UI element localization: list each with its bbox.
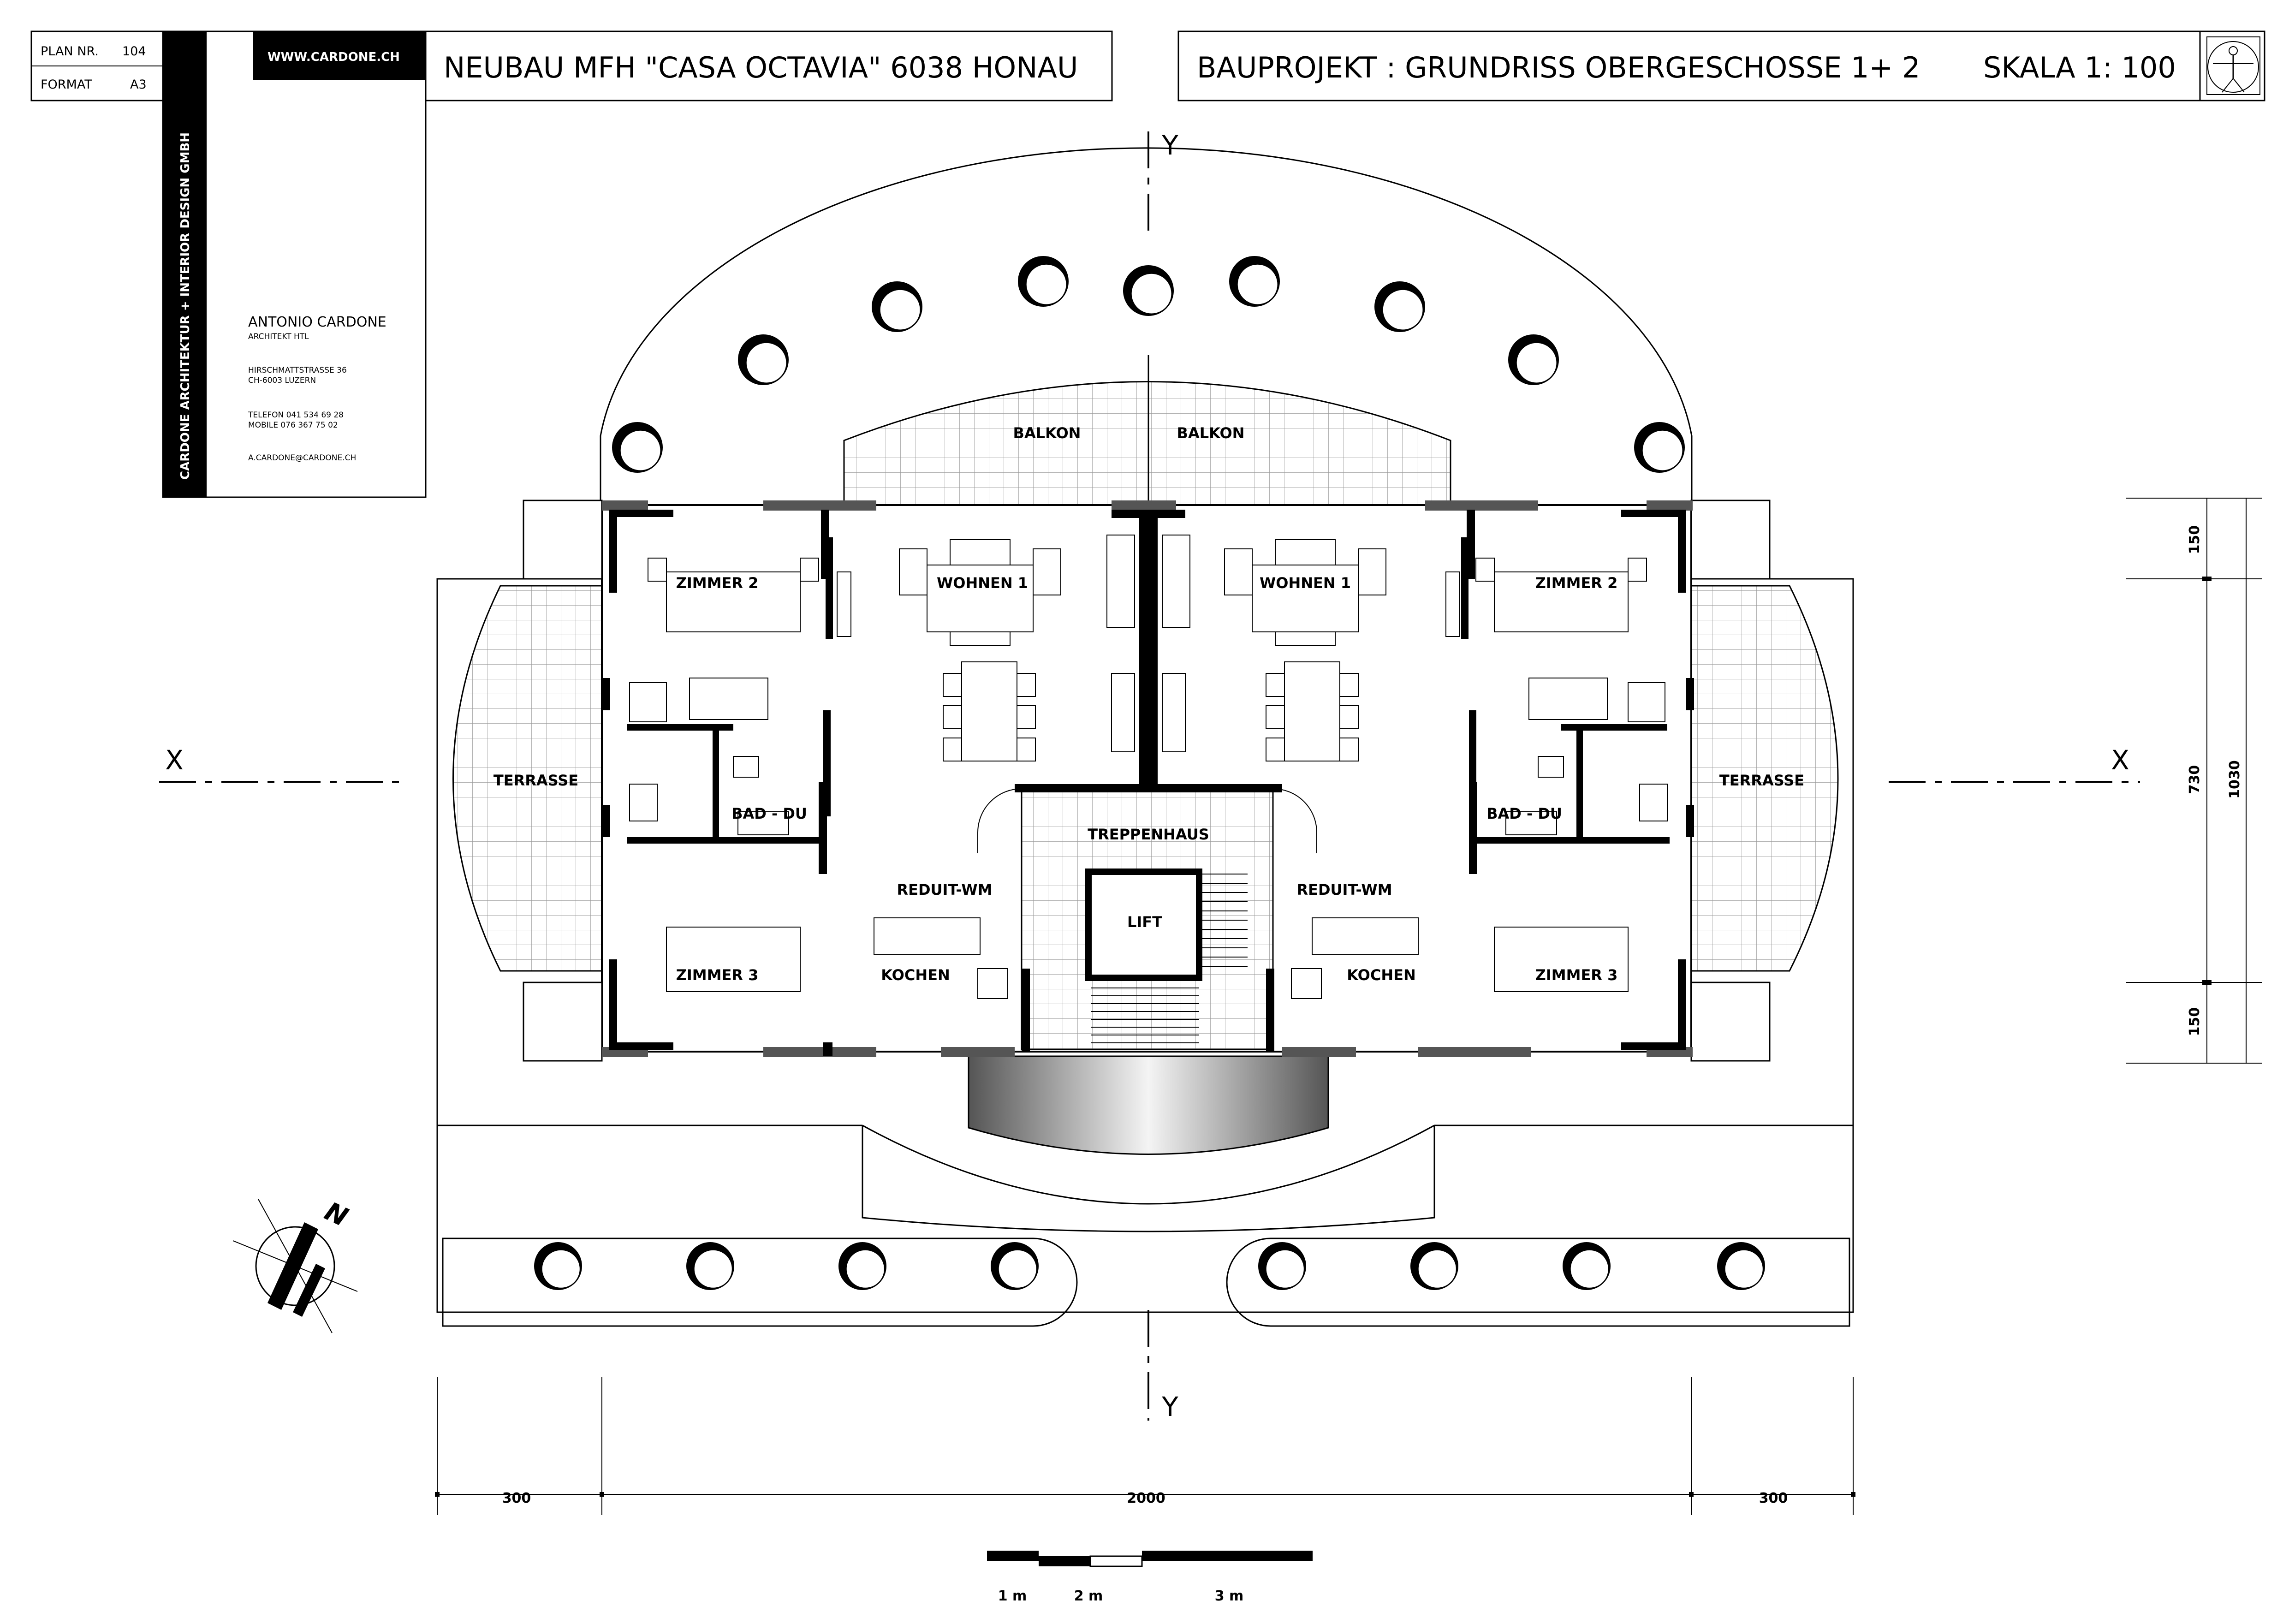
walls bbox=[602, 500, 1694, 1057]
stair-core bbox=[977, 788, 1317, 1050]
room-zimmer2-right: ZIMMER 2 bbox=[1535, 574, 1618, 592]
room-bad-left: BAD - DU bbox=[731, 805, 807, 822]
arc-column bbox=[1374, 281, 1425, 332]
furniture bbox=[629, 535, 1668, 999]
room-kochen-right: KOCHEN bbox=[1347, 966, 1415, 984]
arc-column bbox=[612, 422, 663, 473]
arc-column bbox=[1018, 256, 1069, 307]
project-title: NEUBAU MFH "CASA OCTAVIA" 6038 HONAU bbox=[444, 51, 1078, 84]
firm-vertical-text: CARDONE ARCHITEKTUR + INTERIOR DESIGN GM… bbox=[178, 132, 192, 480]
room-reduit-left: REDUIT-WM bbox=[897, 881, 992, 898]
dim-150-bottom: 150 bbox=[2187, 1007, 2203, 1036]
address-line-1: HIRSCHMATTSTRASSE 36 bbox=[248, 366, 347, 375]
mobile: MOBILE 076 367 75 02 bbox=[248, 421, 338, 430]
scalebar-label-3m: 3 m bbox=[1215, 1588, 1244, 1604]
plan-nr-label: PLAN NR. bbox=[41, 44, 99, 59]
arc-column bbox=[738, 334, 789, 385]
room-wohnen-right: WOHNEN 1 bbox=[1260, 574, 1351, 592]
dim-1030: 1030 bbox=[2227, 760, 2243, 799]
scalebar-label-2m: 2 m bbox=[1074, 1588, 1103, 1604]
planter-strip bbox=[442, 1237, 1850, 1327]
axis-y-top-label: Y bbox=[1161, 130, 1178, 161]
room-zimmer3-left: ZIMMER 3 bbox=[676, 966, 759, 984]
room-balkon-left: BALKON bbox=[1013, 424, 1081, 442]
balcony bbox=[843, 355, 1451, 506]
planter-column bbox=[534, 1242, 582, 1290]
planter-column bbox=[1563, 1242, 1611, 1290]
room-reduit-right: REDUIT-WM bbox=[1296, 881, 1392, 898]
north-arrow-icon bbox=[232, 1199, 358, 1333]
drawing-title: BAUPROJEKT : GRUNDRISS OBERGESCHOSSE 1+ … bbox=[1197, 51, 1920, 84]
vitruvian-man-logo-icon bbox=[2199, 31, 2260, 101]
website-band bbox=[253, 31, 426, 80]
dimension-lines bbox=[437, 498, 2262, 1515]
scalebar-label-1m: 1 m bbox=[998, 1588, 1027, 1604]
room-bad-right: BAD - DU bbox=[1486, 805, 1562, 822]
format-value: A3 bbox=[130, 77, 147, 92]
scale-bar bbox=[987, 1551, 1313, 1567]
axis-x-right-label: X bbox=[2111, 744, 2129, 776]
planter-column bbox=[1410, 1242, 1458, 1290]
planter-columns bbox=[534, 1242, 1765, 1290]
dim-150-top: 150 bbox=[2187, 525, 2203, 554]
address-line-2: CH-6003 LUZERN bbox=[248, 376, 316, 385]
dim-730: 730 bbox=[2187, 765, 2203, 794]
site-outline bbox=[436, 147, 1854, 1313]
planter-column bbox=[686, 1242, 734, 1290]
room-wohnen-left: WOHNEN 1 bbox=[937, 574, 1028, 592]
arc-column bbox=[1634, 422, 1685, 473]
website-text: WWW.CARDONE.CH bbox=[268, 50, 400, 64]
title-block: PLAN NR. 104 FORMAT A3 CARDONE ARCHITEKT… bbox=[30, 30, 2265, 498]
dim-2000: 2000 bbox=[1127, 1490, 1165, 1506]
room-kochen-left: KOCHEN bbox=[881, 966, 950, 984]
planter-column bbox=[1258, 1242, 1306, 1290]
terrace-right bbox=[1689, 585, 1839, 972]
arc-column bbox=[872, 281, 922, 332]
section-axes bbox=[159, 131, 2140, 1421]
scale-label: SKALA 1: 100 bbox=[1983, 51, 2176, 84]
axis-y-bottom-label: Y bbox=[1161, 1391, 1178, 1422]
dim-300-left: 300 bbox=[502, 1490, 531, 1506]
dim-300-right: 300 bbox=[1759, 1490, 1788, 1506]
email: A.CARDONE@CARDONE.CH bbox=[248, 453, 356, 463]
room-treppenhaus: TREPPENHAUS bbox=[1088, 826, 1209, 843]
dimension-ticks bbox=[435, 577, 2212, 1497]
format-label: FORMAT bbox=[41, 77, 92, 92]
entrance-canopy bbox=[968, 1055, 1329, 1155]
terrace-left bbox=[452, 585, 603, 972]
phone: TELEFON 041 534 69 28 bbox=[248, 410, 344, 420]
drawing-title-box bbox=[1177, 30, 2265, 101]
firm-vertical-band bbox=[163, 31, 207, 497]
arc-column bbox=[1123, 265, 1174, 316]
room-zimmer2-left: ZIMMER 2 bbox=[676, 574, 759, 592]
room-zimmer3-right: ZIMMER 3 bbox=[1535, 966, 1618, 984]
architect-name: ANTONIO CARDONE bbox=[248, 314, 386, 330]
axis-x-left-label: X bbox=[165, 744, 184, 776]
arc-column bbox=[1508, 334, 1559, 385]
planter-column bbox=[1717, 1242, 1765, 1290]
arc-column bbox=[1229, 256, 1280, 307]
architect-title: ARCHITEKT HTL bbox=[248, 332, 309, 341]
planter-column bbox=[838, 1242, 886, 1290]
room-lift: LIFT bbox=[1127, 913, 1162, 931]
plan-nr-value: 104 bbox=[122, 44, 146, 59]
lift-shaft bbox=[1085, 869, 1202, 981]
room-terrasse-right: TERRASSE bbox=[1719, 772, 1804, 789]
project-title-box bbox=[425, 30, 1113, 101]
room-balkon-right: BALKON bbox=[1177, 424, 1245, 442]
north-label: N bbox=[320, 1196, 352, 1233]
room-terrasse-left: TERRASSE bbox=[493, 772, 578, 789]
planter-column bbox=[991, 1242, 1039, 1290]
